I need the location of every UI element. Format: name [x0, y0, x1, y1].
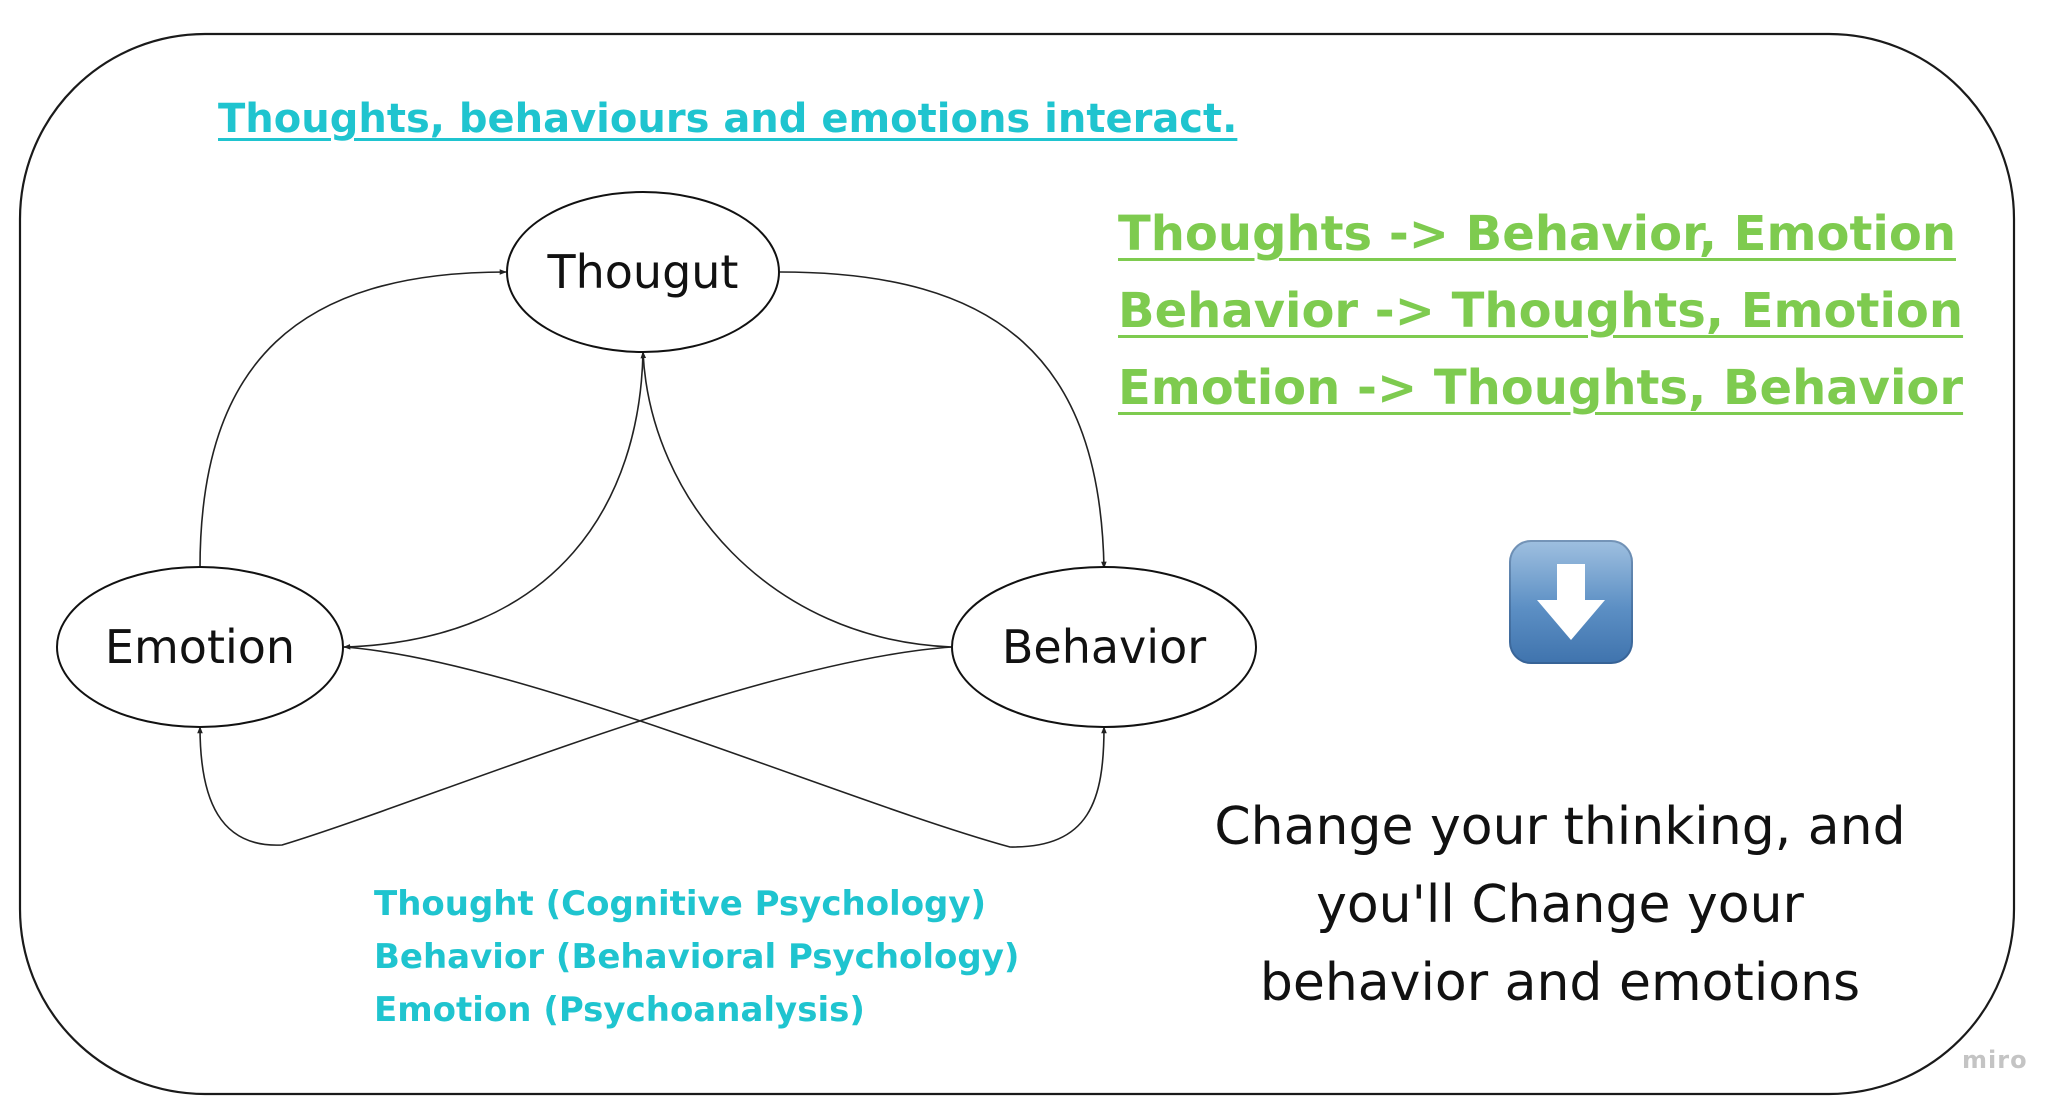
- miro-watermark: miro: [1962, 1046, 2028, 1074]
- takeaway-line: Change your thinking, and: [1214, 797, 1906, 857]
- node-behavior-label: Behavior: [1002, 620, 1206, 674]
- diagram-heading: Thoughts, behaviours and emotions intera…: [218, 96, 1238, 142]
- relation-item: Emotion -> Thoughts, Behavior: [1118, 360, 1964, 416]
- school-item: Emotion (Psychoanalysis): [374, 990, 865, 1030]
- relation-item: Thoughts -> Behavior, Emotion: [1118, 206, 1956, 262]
- edge-thought-to-behavior: [779, 271, 1107, 569]
- node-emotion-label: Emotion: [105, 620, 295, 674]
- down-arrow-glyph: [1537, 564, 1605, 640]
- takeaway-text: Change your thinking, and you'll Change …: [1190, 788, 1930, 1022]
- edge-emotion-to-behavior: [343, 646, 1107, 848]
- down-arrow-icon: [1509, 540, 1633, 664]
- school-item: Behavior (Behavioral Psychology): [374, 937, 1020, 977]
- edge-thought-to-emotion: [343, 351, 644, 650]
- edge-behavior-to-emotion: [197, 646, 953, 846]
- relations-list: Thoughts -> Behavior, Emotion Behavior -…: [1118, 196, 1964, 427]
- node-emotion[interactable]: Emotion: [56, 566, 344, 728]
- relation-item: Behavior -> Thoughts, Emotion: [1118, 283, 1964, 339]
- frame-border: [18, 32, 2016, 1096]
- school-item: Thought (Cognitive Psychology): [374, 884, 987, 924]
- schools-list: Thought (Cognitive Psychology) Behavior …: [374, 878, 1019, 1037]
- takeaway-line: behavior and emotions: [1259, 953, 1861, 1013]
- node-thought[interactable]: Thougut: [506, 191, 780, 353]
- node-behavior[interactable]: Behavior: [951, 566, 1257, 728]
- edge-behavior-to-thought: [640, 351, 953, 648]
- takeaway-line: you'll Change your: [1316, 875, 1804, 935]
- node-thought-label: Thougut: [547, 245, 739, 299]
- edge-emotion-to-thought: [199, 269, 507, 569]
